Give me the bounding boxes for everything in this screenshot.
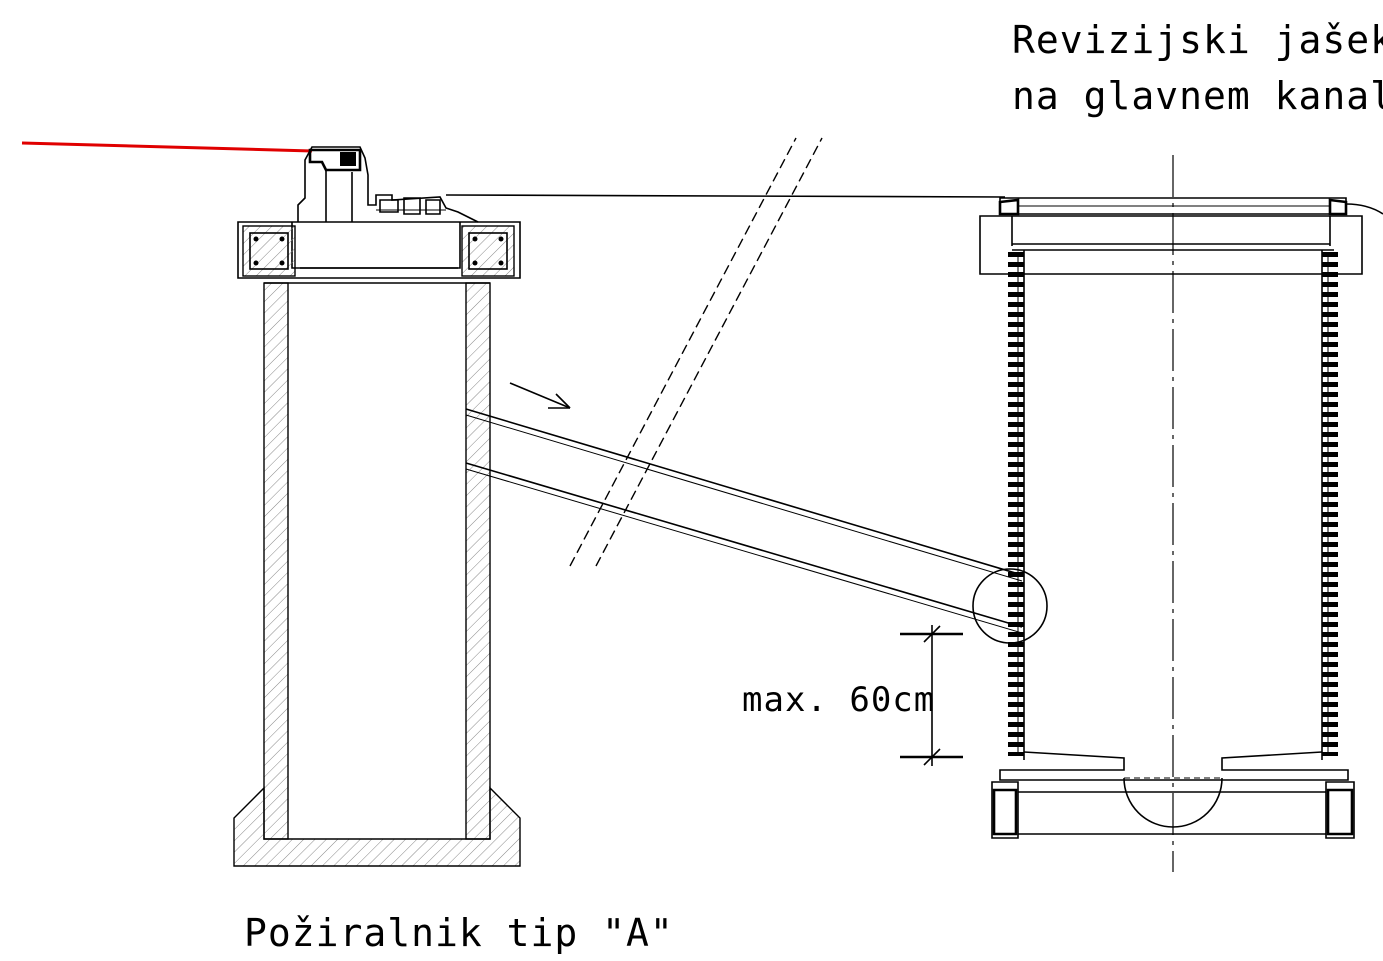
shaft-label-line1: Revizijski jašek <box>1012 18 1383 62</box>
collar-rebar-right <box>461 225 515 277</box>
road-surface-line <box>445 194 1006 198</box>
dimension-max-60cm <box>900 625 963 766</box>
collar-rebar-left <box>242 225 296 277</box>
flow-arrow <box>509 382 571 409</box>
shaft-label-line2: na glavnem kanalu <box>1012 74 1383 118</box>
connecting-pipe <box>465 408 1023 634</box>
dimension-label: max. 60cm <box>742 680 936 720</box>
break-lines <box>569 137 823 567</box>
shaft-label: Revizijski jašek na glavnem kanalu <box>1012 12 1383 124</box>
gully-label: Požiralnik tip "A" <box>244 911 674 955</box>
surface-level-line <box>21 141 313 153</box>
manhole-shaft <box>979 155 1383 872</box>
gully-body <box>233 221 521 867</box>
gully-grate <box>297 146 479 223</box>
